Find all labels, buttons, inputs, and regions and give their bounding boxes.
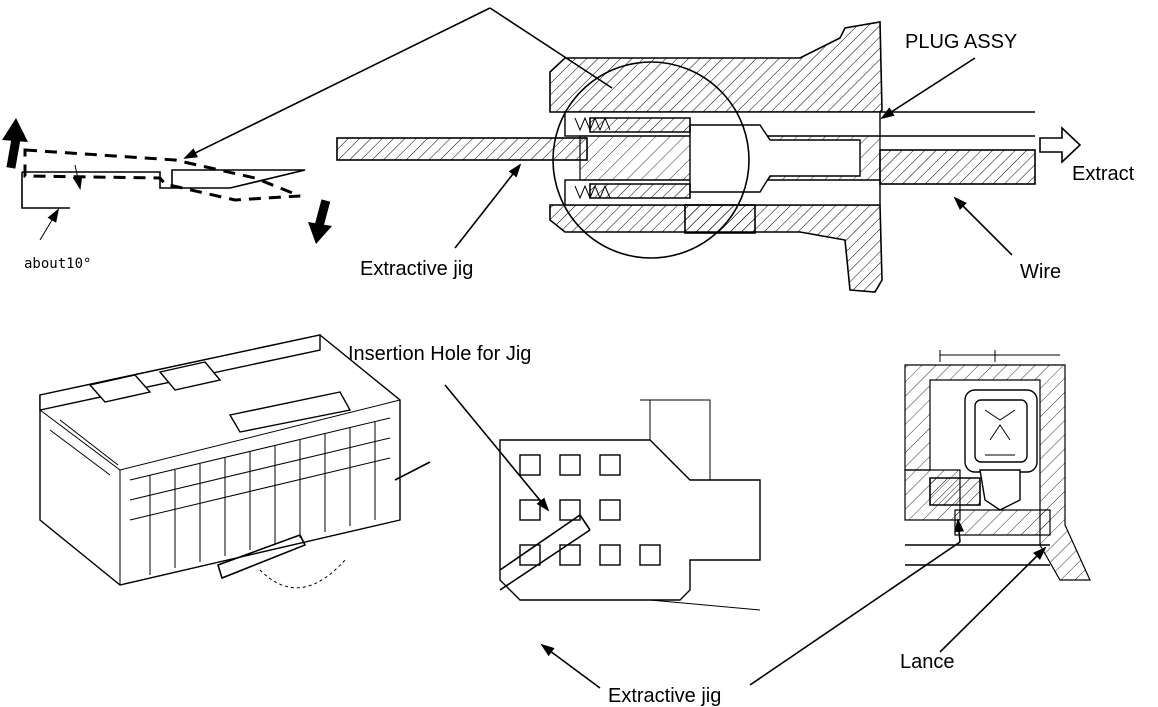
jig-rod [217,534,307,580]
angle-label: about10° [24,256,91,272]
extract-arrow-icon [1039,126,1082,164]
detail-circle [552,61,750,259]
hole-grid [519,454,661,566]
top-labels: PLUG ASSY Extract Wire Extractive jig [360,31,1135,283]
lance-label: Lance [900,651,955,673]
extract-label: Extract [1072,163,1135,185]
extractive-jig-label-top: Extractive jig [360,258,473,280]
wire [879,149,1036,185]
pin-grid [49,417,391,575]
lance-cross-section [904,350,1091,581]
down-arrow-icon [308,199,332,244]
extractive-jig-bar [336,137,588,161]
connector-isometric [39,334,431,589]
up-arrow-icon [2,118,28,169]
insertion-hole-label: Insertion Hole for Jig [348,343,531,365]
plug-assy-label: PLUG ASSY [905,31,1017,53]
detail-leader-lines [183,7,613,159]
wire-label: Wire [1020,261,1061,283]
extractive-jig-label-bottom: Extractive jig [608,685,721,707]
lance-deflection-sketch: about10° [2,118,332,272]
insertion-hole-detail [499,399,761,611]
plug-cross-section [336,21,1082,293]
